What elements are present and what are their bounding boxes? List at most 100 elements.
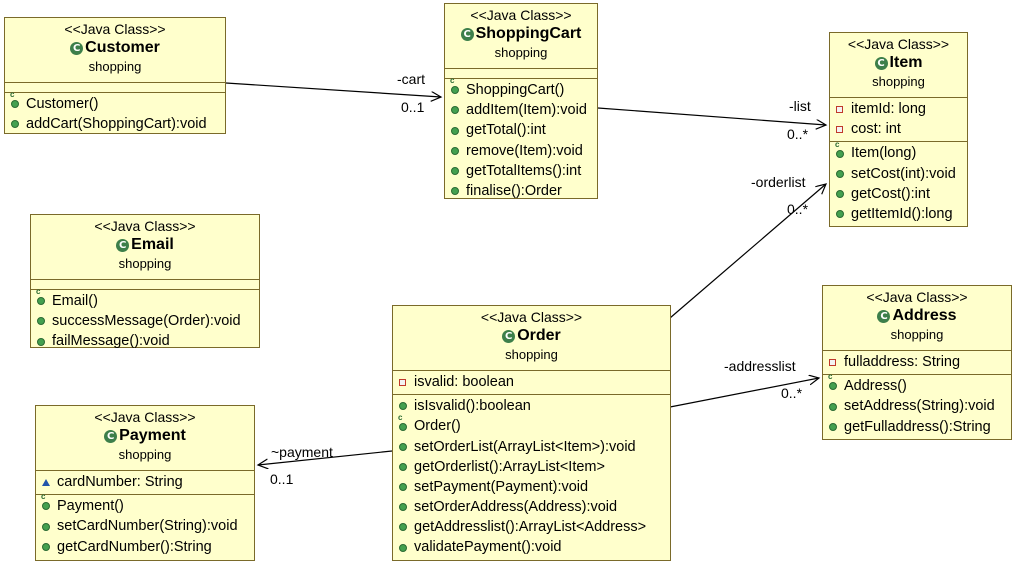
attribute-row[interactable]: cost: int [830, 119, 967, 139]
operation-row[interactable]: getTotal():int [445, 120, 597, 140]
operations-divider [31, 289, 259, 290]
operation-row[interactable]: getTotalItems():int [445, 161, 597, 181]
public-member-icon [42, 517, 54, 537]
public-member-icon [451, 181, 463, 201]
attribute-text: cost: int [851, 121, 901, 138]
operation-row[interactable]: finalise():Order [445, 181, 597, 201]
attributes-divider [36, 470, 254, 471]
operation-text: Payment() [57, 498, 124, 515]
operation-row[interactable]: setCost(int):void [830, 164, 967, 184]
operation-row[interactable]: setOrderList(ArrayList<Item>):void [393, 437, 670, 457]
public-member-icon [11, 114, 23, 134]
constructor-icon: c [835, 140, 848, 164]
attribute-row[interactable]: isvalid: boolean [393, 372, 670, 392]
package-label: shopping [890, 327, 944, 342]
attributes-section: isvalid: boolean [393, 371, 670, 394]
operation-row[interactable]: addItem(Item):void [445, 100, 597, 120]
operation-row[interactable]: setOrderAddress(Address):void [393, 497, 670, 517]
operation-text: ShoppingCart() [466, 82, 565, 98]
stereotype-label: <<Java Class>> [480, 309, 583, 325]
operation-row[interactable]: getCardNumber():String [36, 537, 254, 557]
constructor-icon: c [398, 413, 411, 437]
private-member-icon [836, 119, 848, 139]
constructor-icon: c [10, 90, 23, 114]
role-label-orderlist: -orderlist [751, 174, 806, 190]
operation-text: getTotalItems():int [466, 162, 582, 179]
stereotype-label: <<Java Class>> [866, 289, 968, 305]
association-payment-line [258, 450, 393, 465]
operation-row[interactable]: failMessage():void [31, 331, 259, 351]
package-label: shopping [494, 45, 548, 60]
operation-text: getItemId():long [851, 205, 953, 222]
class-name: Order [517, 327, 561, 344]
package-member-icon [42, 472, 54, 492]
attribute-row[interactable]: cardNumber: String [36, 472, 254, 492]
attributes-divider [5, 82, 225, 83]
public-member-icon [399, 538, 411, 558]
operation-row[interactable]: isIsvalid():boolean [393, 396, 670, 416]
operation-row[interactable]: getAddresslist():ArrayList<Address> [393, 517, 670, 537]
class-name: Payment [119, 427, 186, 444]
attribute-text: cardNumber: String [57, 474, 183, 490]
operation-row[interactable]: validatePayment():void [393, 537, 670, 557]
class-icon: C [104, 430, 118, 443]
stereotype-label: <<Java Class>> [847, 36, 950, 52]
role-label-payment: ~payment [271, 444, 333, 460]
constructor-icon: c [41, 492, 54, 516]
operation-text: Item(long) [851, 145, 917, 162]
multiplicity-label-payment: 0..1 [270, 471, 294, 487]
attributes-divider [393, 370, 670, 371]
package-label: shopping [88, 59, 142, 74]
operation-row[interactable]: setPayment(Payment):void [393, 477, 670, 497]
operation-row[interactable]: setAddress(String):void [823, 396, 1011, 416]
operation-text: setCost(int):void [851, 165, 956, 182]
operation-text: finalise():Order [466, 182, 562, 199]
attribute-row[interactable]: itemId: long [830, 99, 967, 119]
package-label: shopping [118, 256, 172, 271]
public-member-icon [37, 311, 49, 331]
attribute-row[interactable]: fulladdress: String [823, 352, 1011, 372]
operation-text: getFulladdress():String [844, 418, 991, 435]
stereotype-label: <<Java Class>> [94, 409, 196, 425]
class-name: Address [892, 307, 957, 324]
operation-text: setAddress(String):void [844, 398, 995, 415]
class-icon: C [460, 28, 474, 41]
class-name: ShoppingCart [475, 25, 582, 42]
operation-row[interactable]: getItemId():long [830, 204, 967, 224]
operation-row[interactable]: getOrderlist():ArrayList<Item> [393, 457, 670, 477]
operation-text: setOrderList(ArrayList<Item>):void [414, 438, 636, 455]
public-member-icon [399, 396, 411, 416]
constructor-icon: c [450, 76, 463, 100]
operation-text: getAddresslist():ArrayList<Address> [414, 519, 647, 536]
operation-row[interactable]: getFulladdress():String [823, 417, 1011, 437]
public-member-icon [37, 332, 49, 352]
package-label: shopping [872, 74, 925, 89]
operation-row[interactable]: successMessage(Order):void [31, 311, 259, 331]
attributes-divider [823, 350, 1011, 351]
public-member-icon [829, 397, 841, 417]
operation-text: failMessage():void [52, 333, 170, 350]
operation-text: Order() [414, 418, 461, 435]
operations-divider [393, 394, 670, 396]
operation-row[interactable]: addCart(ShoppingCart):void [5, 114, 225, 134]
stereotype-label: <<Java Class>> [64, 21, 166, 37]
operation-row[interactable]: setCardNumber(String):void [36, 516, 254, 536]
operation-row[interactable]: getCost():int [830, 184, 967, 204]
operation-row[interactable]: remove(Item):void [445, 141, 597, 161]
